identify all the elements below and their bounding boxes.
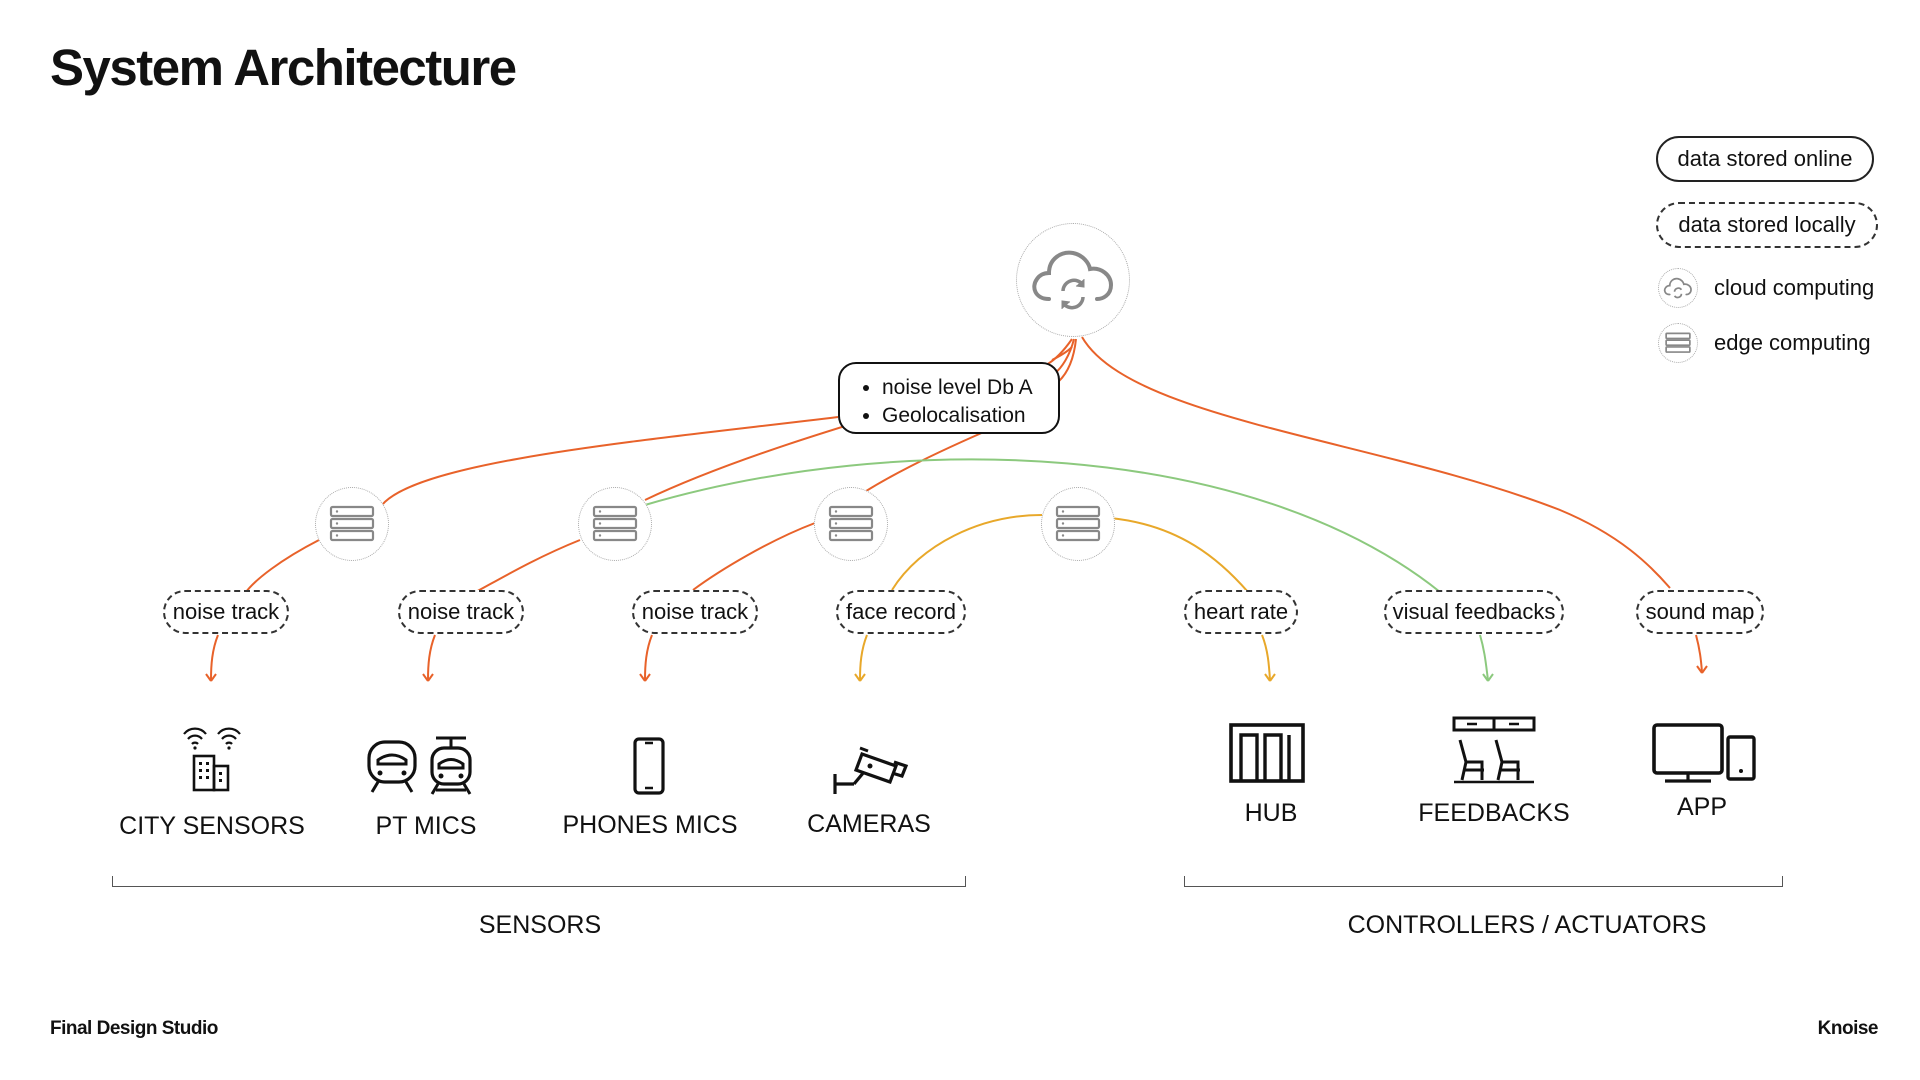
link-cloud-fan1 xyxy=(1045,338,1073,366)
tag-noise-track-2: noise track xyxy=(398,590,524,634)
hub-icon xyxy=(1229,723,1305,783)
monitor-tablet-icon xyxy=(1652,723,1756,783)
link-green-arc xyxy=(644,458,1441,593)
link-cloud-fan3 xyxy=(1057,338,1077,383)
link-cloud-app xyxy=(1081,336,1671,589)
edge-node-3 xyxy=(814,487,888,561)
device-label-hub: HUB xyxy=(1244,799,1298,827)
building-wifi-icon xyxy=(183,727,241,792)
footer-brand: Knoise xyxy=(1817,1018,1879,1039)
tag-noise-track-1: noise track xyxy=(163,590,289,634)
device-label-pt-mics: PT MICS xyxy=(375,812,477,840)
device-label-cameras: CAMERAS xyxy=(807,810,931,838)
server-stack-icon xyxy=(828,505,874,542)
group-label-controllers: CONTROLLERS / ACTUATORS xyxy=(1347,911,1707,939)
cctv-camera-icon xyxy=(833,746,909,794)
edge-node-4 xyxy=(1041,487,1115,561)
server-stack-icon xyxy=(1055,505,1101,542)
cloud-node xyxy=(1016,223,1130,337)
controllers-bracket xyxy=(1184,876,1783,887)
link-edge1-tag1 xyxy=(245,539,320,593)
callout-item-geolocalisation: Geolocalisation xyxy=(882,402,1058,430)
server-stack-icon xyxy=(329,505,375,542)
link-edge3-tag3 xyxy=(692,522,816,591)
device-label-city-sensors: CITY SENSORS xyxy=(119,812,305,840)
server-stack-icon xyxy=(592,505,638,542)
smartphone-icon xyxy=(633,737,665,795)
tag-sound-map: sound map xyxy=(1636,590,1764,634)
sensors-bracket xyxy=(112,876,966,887)
link-edge4-heart xyxy=(1109,517,1249,593)
legend-cloud-computing: cloud computing xyxy=(1714,275,1875,300)
train-tram-icon xyxy=(367,736,472,795)
legend-data-stored-online: data stored online xyxy=(1656,136,1874,182)
edge-node-2 xyxy=(578,487,652,561)
device-label-phones-mics: PHONES MICS xyxy=(562,811,738,839)
seats-display-icon xyxy=(1452,716,1536,784)
cloud-sync-icon xyxy=(1663,277,1692,299)
device-label-feedbacks: FEEDBACKS xyxy=(1418,799,1570,827)
link-edge2-tag2 xyxy=(469,539,581,596)
legend-data-stored-locally: data stored locally xyxy=(1656,202,1878,248)
tag-heart-rate: heart rate xyxy=(1184,590,1298,634)
legend-edge-computing: edge computing xyxy=(1714,330,1871,355)
link-edge4-face xyxy=(891,514,1043,591)
page-title: System Architecture xyxy=(50,39,517,96)
link-cloud-edge1 xyxy=(381,416,839,506)
tag-face-record: face record xyxy=(836,590,966,634)
footer-studio: Final Design Studio xyxy=(50,1018,218,1039)
device-label-app: APP xyxy=(1676,793,1728,821)
edge-node-1 xyxy=(315,487,389,561)
server-stack-icon xyxy=(1665,332,1691,353)
legend-edge-node xyxy=(1658,323,1698,363)
data-payload-callout: noise level Db A Geolocalisation xyxy=(838,362,1060,434)
callout-item-noise-level: noise level Db A xyxy=(882,374,1058,402)
group-label-sensors: SENSORS xyxy=(478,911,602,939)
legend-cloud-node xyxy=(1658,268,1698,308)
cloud-sync-icon xyxy=(1032,250,1114,310)
tag-visual-feedbacks: visual feedbacks xyxy=(1384,590,1564,634)
tag-noise-track-3: noise track xyxy=(632,590,758,634)
